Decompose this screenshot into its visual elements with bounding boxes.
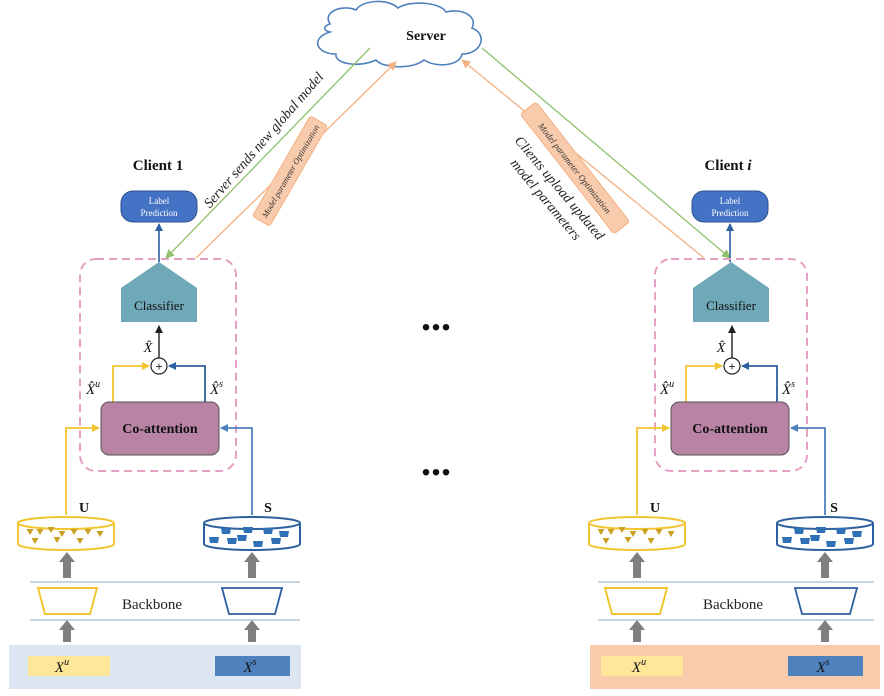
u-feature-store-i <box>588 516 686 551</box>
label-prediction-box-i <box>691 190 769 223</box>
label-prediction-box-1 <box>120 190 198 223</box>
label-prediction-line1-i: Label <box>720 196 741 206</box>
up-arrow-icon <box>817 552 833 578</box>
co-attention-box-1 <box>100 401 220 456</box>
xu-to-sum-arrow-1 <box>112 362 150 402</box>
x-hat-1: X̂ <box>143 340 153 356</box>
upload-arrow-right <box>461 59 705 259</box>
input-u-label-i: Xu <box>631 657 646 676</box>
sum-node-1 <box>150 357 168 375</box>
up-arrow-icon <box>629 552 645 578</box>
input-u-box-1 <box>28 656 110 676</box>
u-label-1: U <box>79 501 89 516</box>
classifier-1 <box>121 262 197 322</box>
x-hat-u-label-1: X̂u <box>85 379 100 398</box>
send-arrow-right <box>481 47 731 259</box>
input-u-box-i <box>601 656 683 676</box>
backbone-encoder-u-i <box>603 587 669 615</box>
client-i-title: Client i <box>704 158 752 174</box>
up-arrow-icon <box>244 620 260 642</box>
up-arrow-icon <box>59 552 75 578</box>
plus-icon-i: + <box>728 360 735 374</box>
input-s-label-i: Xs <box>815 657 829 676</box>
s-to-coattention-arrow-i <box>790 424 826 515</box>
label-prediction-line2-i: Prediction <box>712 208 749 218</box>
client-1-title: Client 1 <box>133 158 183 174</box>
s-label-1: S <box>264 501 272 516</box>
plus-icon-1: + <box>155 360 162 374</box>
s-to-coattention-arrow-1 <box>220 424 253 515</box>
client-i: Client i Label Prediction Classifier X̂ … <box>588 158 880 689</box>
up-arrow-icon <box>817 620 833 642</box>
co-attention-label-i: Co-attention <box>692 422 768 437</box>
classifier-label-i: Classifier <box>706 298 756 313</box>
up-arrow-icon <box>59 620 75 642</box>
ellipsis-top: ... <box>421 294 451 339</box>
x-hat-s-label-i: X̂s <box>781 379 795 398</box>
s-feature-store-1 <box>203 516 301 551</box>
client-1-dashed-box <box>79 258 237 472</box>
ellipsis-bottom: ... <box>421 439 451 484</box>
s-feature-store-i <box>776 516 874 551</box>
label-prediction-line1-1: Label <box>149 196 170 206</box>
u-feature-store-1 <box>17 516 115 551</box>
x-hat-s-label-1: X̂s <box>209 379 223 398</box>
classifier-i <box>693 262 769 322</box>
up-arrow-icon <box>244 552 260 578</box>
backbone-label-1: Backbone <box>122 597 182 613</box>
input-u-label-1: Xu <box>54 657 69 676</box>
s-label-i: S <box>830 501 838 516</box>
co-attention-box-i <box>670 401 790 456</box>
send-arrow-left <box>165 47 371 259</box>
xu-to-sum-arrow-i <box>685 362 723 402</box>
backbone-encoder-s-i <box>793 587 859 615</box>
xs-to-sum-arrow-i <box>741 362 778 402</box>
backbone-encoder-u-1 <box>36 587 99 615</box>
server-cloud <box>317 0 482 68</box>
x-hat-i: X̂ <box>716 340 726 356</box>
input-s-label-1: Xs <box>242 657 256 676</box>
input-s-box-1 <box>215 656 290 676</box>
client-1: Client 1 Label Prediction Classifier X̂ … <box>9 158 301 689</box>
x-hat-u-label-i: X̂u <box>659 379 674 398</box>
u-to-coattention-arrow-1 <box>65 424 100 515</box>
backbone-label-i: Backbone <box>703 597 763 613</box>
up-arrow-icon <box>629 620 645 642</box>
label-prediction-line2-1: Prediction <box>141 208 178 218</box>
u-to-coattention-arrow-i <box>636 424 670 515</box>
co-attention-label-1: Co-attention <box>122 422 198 437</box>
sum-node-i <box>723 357 741 375</box>
classifier-label-1: Classifier <box>134 298 184 313</box>
backbone-encoder-s-1 <box>220 587 284 615</box>
server-label: Server <box>406 29 446 44</box>
client-i-dashed-box <box>654 258 808 472</box>
u-label-i: U <box>650 501 660 516</box>
xs-to-sum-arrow-1 <box>168 362 206 402</box>
input-s-box-i <box>788 656 863 676</box>
